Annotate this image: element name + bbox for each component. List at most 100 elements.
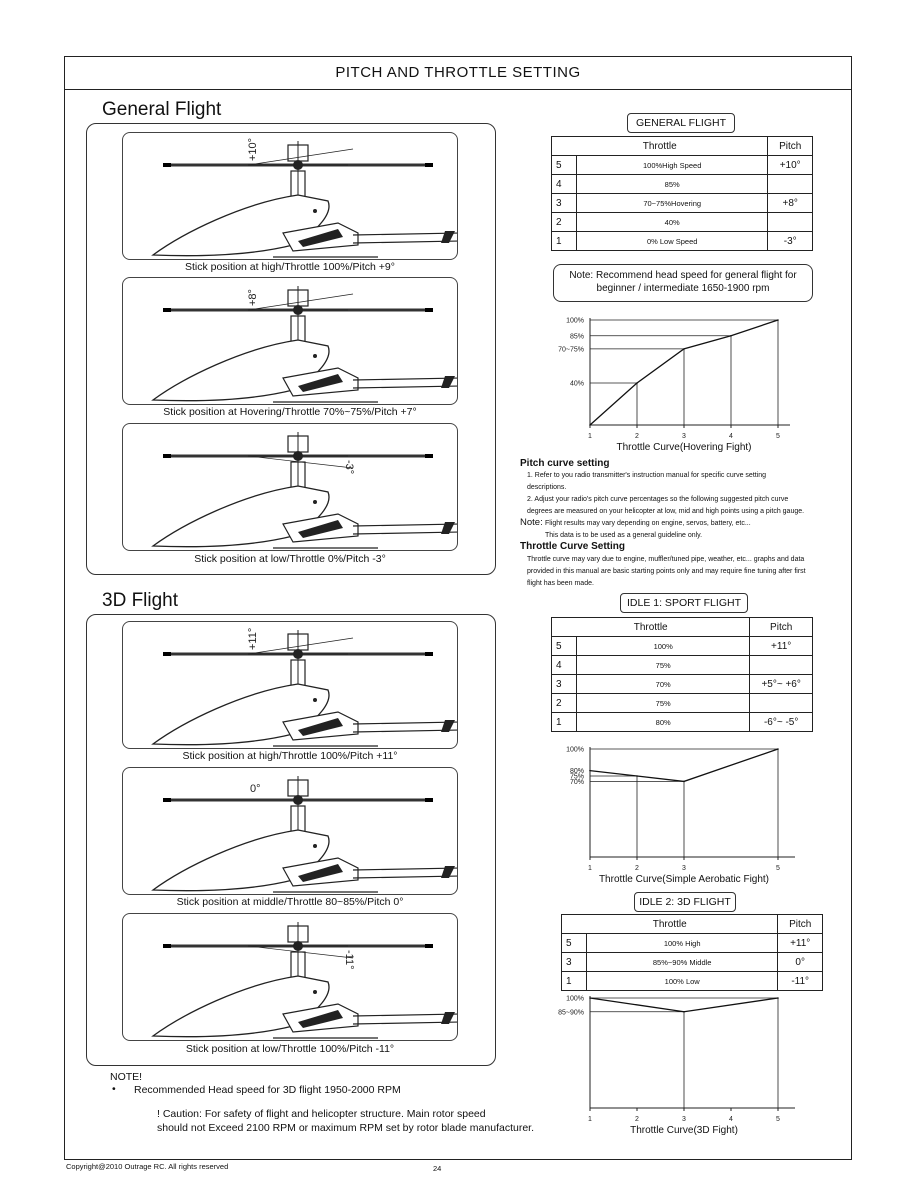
tail-decal [441,866,455,878]
tail-decal [441,720,455,732]
row-pitch: -3° [767,231,813,251]
frame-decal [298,864,343,882]
x-tick-label: 5 [776,865,780,872]
helicopter-drawing: +10° [151,138,457,258]
tail-boom [352,875,457,879]
row-num: 5 [561,933,587,953]
throttle-curve-line3: flight has been made. [527,580,594,587]
y-tick-label: 100% [566,747,584,754]
curve-point [683,1010,685,1013]
row-throttle: 100%High Speed [575,155,769,175]
row-throttle: 40% [575,212,769,232]
row-pitch: +10° [767,155,813,175]
row-num: 2 [551,693,577,713]
row-pitch [767,174,813,194]
caption-general-high: Stick position at high/Throttle 100%/Pit… [185,261,395,273]
row-pitch: +8° [767,193,813,213]
throttle-curve-line [589,997,779,1013]
y-tick-label: 85% [570,333,584,340]
table-header-row: Throttle Pitch [550,136,813,156]
tail-boom [352,232,457,236]
row-num: 2 [551,212,577,232]
general-flight-heading: General Flight [102,99,222,120]
curve-point [636,775,638,777]
x-tick-label: 3 [682,433,686,440]
canopy [151,829,330,892]
caption-general-low: Stick position at low/Throttle 0%/Pitch … [194,553,386,565]
curve-point [589,769,591,772]
caption-3d-low: Stick position at low/Throttle 100%/Pitc… [185,1043,395,1055]
x-tick-label: 2 [635,865,639,872]
curve-point [777,997,779,999]
pitch-curve-heading: Pitch curve setting [520,458,610,469]
y-tick-label: 80% [570,768,584,775]
general-flight-panel [86,123,496,575]
row-throttle: 85% [575,174,769,194]
idle1-label: IDLE 1: SPORT FLIGHT [620,593,748,613]
row-pitch [749,655,813,675]
col-throttle: Throttle [550,136,769,156]
pitch-angle-label: -3° [343,460,355,474]
page-number: 24 [433,1164,442,1173]
row-throttle: 85%~90% Middle [585,952,779,972]
row-throttle: 70% [575,674,751,694]
throttle-curve-line [589,748,779,783]
frame-decal [298,374,343,392]
curve-point [683,780,685,783]
tail-boom [352,867,457,871]
heli-image-3d-high: +11° [122,621,458,749]
pitch-curve-item2: 2. Adjust your radio's pitch curve perce… [527,496,789,503]
tail-boom [352,729,457,733]
row-num: 1 [551,712,577,732]
general-flight-label: GENERAL FLIGHT [627,113,735,133]
canopy [151,485,330,548]
canopy [151,975,330,1038]
pitch-line [247,293,354,311]
row-throttle: 100% Low [585,971,779,991]
chart-title: Throttle Curve(Simple Aerobatic Fight) [599,874,769,885]
x-tick-label: 2 [635,433,639,440]
row-num: 4 [551,655,577,675]
row-throttle: 75% [575,655,751,675]
y-tick-label: 70% [570,779,584,786]
note-3d-bullet: Recommended Head speed for 3D flight 195… [134,1084,401,1096]
row-num: 3 [561,952,587,972]
y-tick-label: 85~90% [558,1009,584,1016]
row-throttle: 100% [575,636,751,656]
x-tick-label: 5 [776,433,780,440]
table-header-row: Throttle Pitch [550,617,813,637]
pitch-note-text: Flight results may vary depending on eng… [545,520,751,527]
chart-title: Throttle Curve(3D Fight) [630,1125,738,1135]
x-tick-label: 5 [776,1116,780,1123]
heli-image-3d-middle: 0° [122,767,458,895]
tail-boom [352,523,457,527]
flight-3d-heading: 3D Flight [102,590,179,611]
canopy-pin [313,354,317,358]
curve-point [636,382,638,384]
idle2-label: IDLE 2: 3D FLIGHT [634,892,736,912]
frame-decal [298,520,343,538]
tail-decal [441,231,455,243]
chart-title: Throttle Curve(Hovering Fight) [616,442,751,453]
pitch-angle-label: +10° [247,138,259,161]
canopy [151,683,330,746]
caption-3d-middle: Stick position at middle/Throttle 80~85%… [176,896,404,908]
pitch-angle-label: -11° [343,950,355,969]
row-num: 5 [551,155,577,175]
pitch-curve-item1b: descriptions. [527,484,567,491]
col-pitch: Pitch [767,136,813,156]
tail-boom [352,721,457,725]
tail-boom [352,531,457,535]
y-tick-label: 100% [566,318,584,325]
helicopter-drawing: -3° [151,432,457,549]
curve-point [589,997,591,999]
row-throttle: 75% [575,693,751,713]
y-tick-label: 100% [566,996,584,1003]
